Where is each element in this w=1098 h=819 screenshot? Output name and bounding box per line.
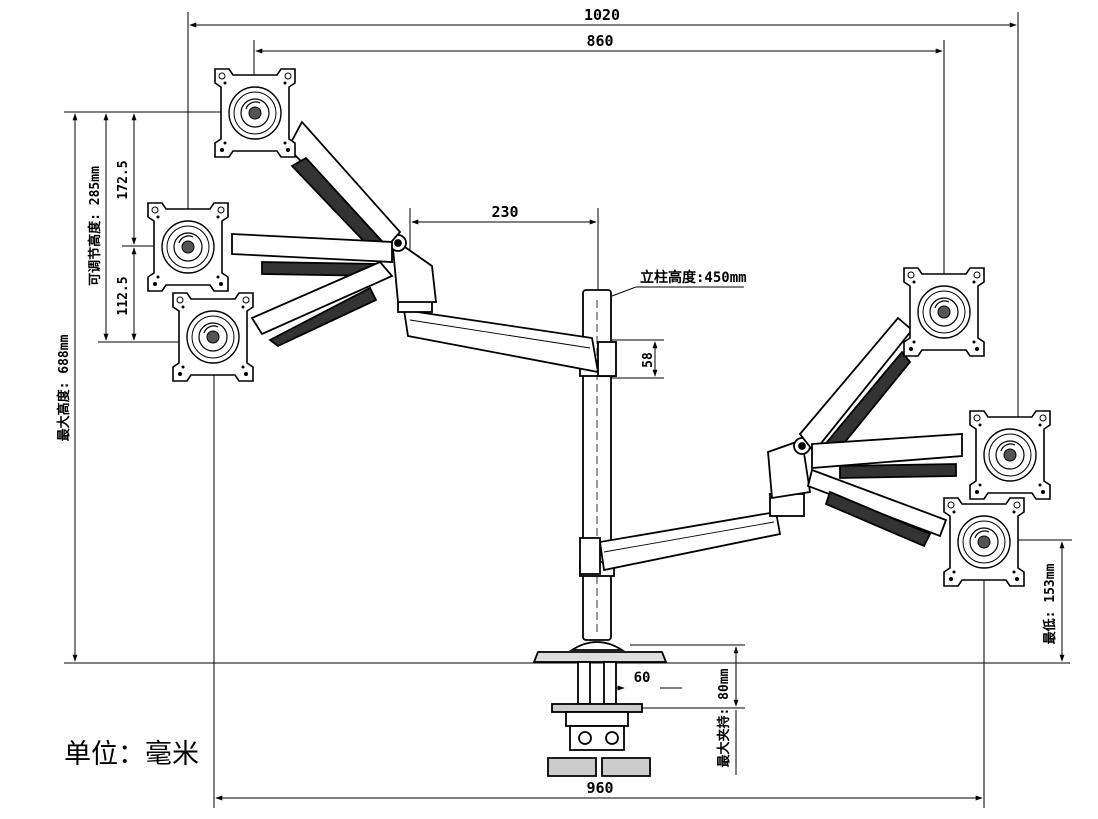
dim-adjust-lower: 112.5 [116,276,131,315]
dim-arm-offset: 230 [491,203,518,221]
right-monitor-top [903,267,985,357]
right-monitor-middle [969,410,1051,500]
left-monitor-top [214,68,296,158]
right-arm [579,316,963,575]
dim-clamp-width: 60 [634,670,651,686]
left-arm [231,120,617,377]
right-monitor-bottom [943,497,1025,587]
dim-base-width: 960 [586,779,613,797]
dim-clamp-height: 58 [641,352,656,368]
dim-total-width: 1020 [584,6,620,24]
dim-max-height: 最大高度: 688mm [56,334,72,441]
dim-max-clamp: 最大夹持: 80mm [716,668,732,767]
dim-adjust-upper: 172.5 [116,160,131,199]
dim-post-height: 立柱高度:450mm [640,269,747,286]
left-monitor-middle [147,202,229,292]
dimension-lines [64,12,1072,808]
dim-adjust-height: 可调节高度: 285mm [87,166,103,286]
dim-arm-span: 860 [586,32,613,50]
unit-label: 单位：毫米 [64,739,199,770]
dim-min-height: 最低: 153mm [1042,563,1058,644]
left-monitor-bottom [172,292,254,382]
